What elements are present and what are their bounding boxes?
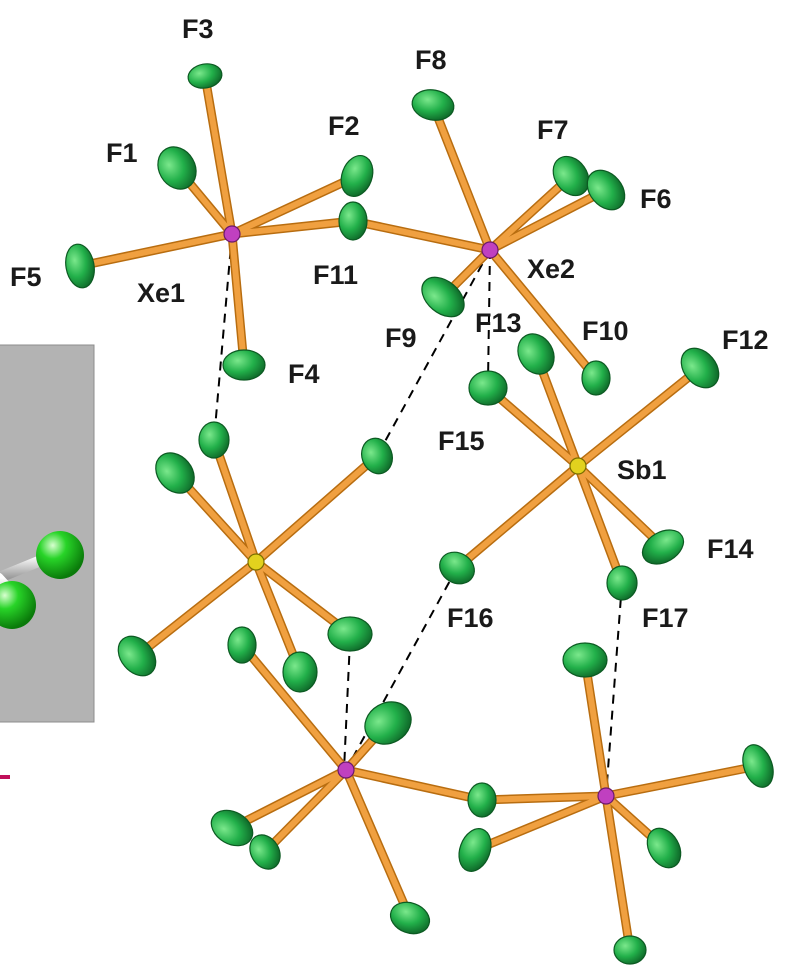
xenon-atom bbox=[337, 761, 355, 779]
atom-F10 bbox=[581, 360, 611, 396]
xenon-atom bbox=[597, 787, 615, 805]
fluorine-atom bbox=[249, 834, 281, 870]
bonds bbox=[75, 71, 763, 955]
atom-Sb1 bbox=[569, 457, 587, 475]
label-F3: F3 bbox=[182, 14, 214, 44]
label-F15: F15 bbox=[438, 426, 485, 456]
atom-F17 bbox=[606, 565, 638, 601]
label-F9: F9 bbox=[385, 323, 417, 353]
atom-F12 bbox=[680, 347, 720, 389]
atom-F7 bbox=[552, 155, 590, 197]
atom-F4 bbox=[222, 349, 266, 381]
atom-F5 bbox=[65, 243, 95, 289]
atom-F6 bbox=[586, 169, 626, 211]
atom-F16 bbox=[439, 551, 475, 585]
fluorine-atom bbox=[458, 828, 492, 872]
fluorine-atom bbox=[210, 809, 254, 847]
atom-F11 bbox=[338, 201, 368, 241]
fluorine-atom bbox=[467, 782, 497, 818]
atom-F8 bbox=[411, 89, 455, 121]
label-F12: F12 bbox=[722, 325, 769, 355]
label-Sb1: Sb1 bbox=[617, 455, 667, 485]
fluorine-atom bbox=[327, 616, 373, 652]
atom-Xe2 bbox=[481, 241, 499, 259]
label-Xe2: Xe2 bbox=[527, 254, 575, 284]
central-atoms bbox=[223, 225, 615, 805]
atom-Xe1 bbox=[223, 225, 241, 243]
atom-F15 bbox=[468, 370, 508, 406]
label-F14: F14 bbox=[707, 534, 754, 564]
fluorine-atom bbox=[742, 744, 774, 788]
atom-F14 bbox=[641, 529, 685, 565]
inset-fluorine-ball bbox=[0, 581, 36, 629]
atom-F9 bbox=[421, 276, 465, 318]
atom-labels: F3 F1 F2 F5 Xe1 F11 F4 F8 F7 F6 Xe2 F9 F… bbox=[10, 14, 769, 633]
atom-F13 bbox=[517, 333, 555, 375]
label-F4: F4 bbox=[288, 359, 320, 389]
label-F11: F11 bbox=[313, 260, 358, 290]
fluorine-atom bbox=[117, 635, 157, 677]
label-F5: F5 bbox=[10, 262, 42, 292]
fluorine-atom bbox=[562, 642, 608, 678]
fluorine-atom bbox=[155, 452, 195, 494]
label-F16: F16 bbox=[447, 603, 494, 633]
label-F7: F7 bbox=[537, 115, 569, 145]
fluorine-atom bbox=[198, 421, 230, 459]
inset-panel bbox=[0, 344, 95, 723]
atom-F1 bbox=[157, 146, 197, 190]
atom-F2 bbox=[340, 155, 374, 197]
label-F10: F10 bbox=[582, 316, 629, 346]
fluorine-atoms bbox=[65, 63, 774, 965]
fluorine-atom bbox=[389, 901, 431, 935]
label-F2: F2 bbox=[328, 111, 360, 141]
label-F13: F13 bbox=[475, 308, 522, 338]
fluorine-atom bbox=[364, 701, 412, 745]
fluorine-atom bbox=[282, 651, 318, 693]
atom-F3 bbox=[187, 63, 223, 89]
label-F17: F17 bbox=[642, 603, 689, 633]
secondary-contacts bbox=[213, 233, 623, 797]
label-F1: F1 bbox=[106, 138, 138, 168]
label-F8: F8 bbox=[415, 45, 447, 75]
label-Xe1: Xe1 bbox=[137, 278, 185, 308]
fluorine-atom bbox=[227, 626, 257, 664]
fluorine-atom bbox=[361, 437, 393, 475]
label-F6: F6 bbox=[640, 184, 672, 214]
fluorine-atom bbox=[613, 935, 647, 965]
fluorine-atom bbox=[646, 827, 682, 869]
antimony-atom bbox=[247, 553, 265, 571]
inset-fluorine-ball bbox=[36, 531, 84, 579]
